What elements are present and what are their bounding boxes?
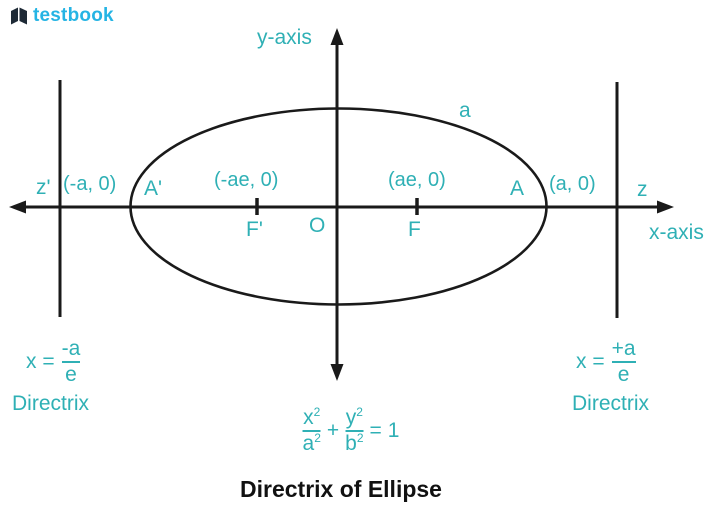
y-axis-bottom-arrowhead <box>330 364 344 381</box>
y-axis-top-arrowhead <box>330 28 344 45</box>
open-book-icon <box>11 7 27 24</box>
directrix-left-numerator: -a <box>61 337 81 360</box>
focus-left-coord: (-ae, 0) <box>214 169 279 191</box>
z-left-label: z' <box>36 176 51 199</box>
directrix-left-caption: Directrix <box>12 392 89 415</box>
focus-right-coord: (ae, 0) <box>388 169 446 191</box>
z-right-label: z <box>637 178 648 201</box>
directrix-left-prefix: x = <box>26 350 55 374</box>
directrix-left-equation: x = -a e <box>26 337 81 387</box>
figure-title: Directrix of Ellipse <box>240 476 442 502</box>
equation-fraction-x: x2 a2 <box>302 405 321 456</box>
directrix-left-fraction: -a e <box>61 337 81 387</box>
directrix-right-fraction: +a e <box>611 337 636 387</box>
equation-x-denominator: a2 <box>302 431 321 456</box>
ellipse-equation-row: x2 a2 + y2 b2 = 1 <box>302 405 400 456</box>
equation-y-denominator: b2 <box>345 431 364 456</box>
focus-right-label: F <box>408 218 421 241</box>
focus-left-label: F' <box>246 218 263 241</box>
origin-label: O <box>309 214 326 237</box>
equation-y-numerator: y2 <box>345 405 363 429</box>
directrix-right-equation: x = +a e <box>576 337 636 387</box>
ellipse-equation: x2 a2 + y2 b2 = 1 <box>302 405 400 456</box>
fraction-bar <box>611 361 636 364</box>
equation-equals-sign: = <box>369 419 382 443</box>
x-axis-label: x-axis <box>649 221 704 244</box>
equation-x-numerator: x2 <box>303 405 321 429</box>
directrix-right-denominator: e <box>617 363 630 387</box>
fraction-bar <box>345 430 364 433</box>
directrix-right-prefix: x = <box>576 350 605 374</box>
y-axis-label: y-axis <box>257 26 312 49</box>
brand-logo: testbook <box>10 5 114 27</box>
fraction-bar <box>61 361 81 364</box>
equation-fraction-y: y2 b2 <box>345 405 364 456</box>
vertex-right-coord: (a, 0) <box>549 173 596 195</box>
x-axis-right-arrowhead <box>657 200 674 214</box>
ellipse-curve <box>129 107 548 306</box>
semi-major-label: a <box>459 99 471 122</box>
vertex-right-label: A <box>510 177 525 200</box>
directrix-right-caption: Directrix <box>572 392 649 415</box>
vertex-left-coord: (-a, 0) <box>63 173 117 195</box>
directrix-left-denominator: e <box>65 363 77 387</box>
brand-name: testbook <box>33 5 114 26</box>
equation-plus-sign: + <box>326 419 340 443</box>
x-axis-left-arrowhead <box>9 200 26 214</box>
fraction-bar <box>302 430 321 433</box>
directrix-right-numerator: +a <box>611 337 636 360</box>
vertex-left-label: A' <box>144 177 163 200</box>
equation-result: 1 <box>387 419 400 443</box>
